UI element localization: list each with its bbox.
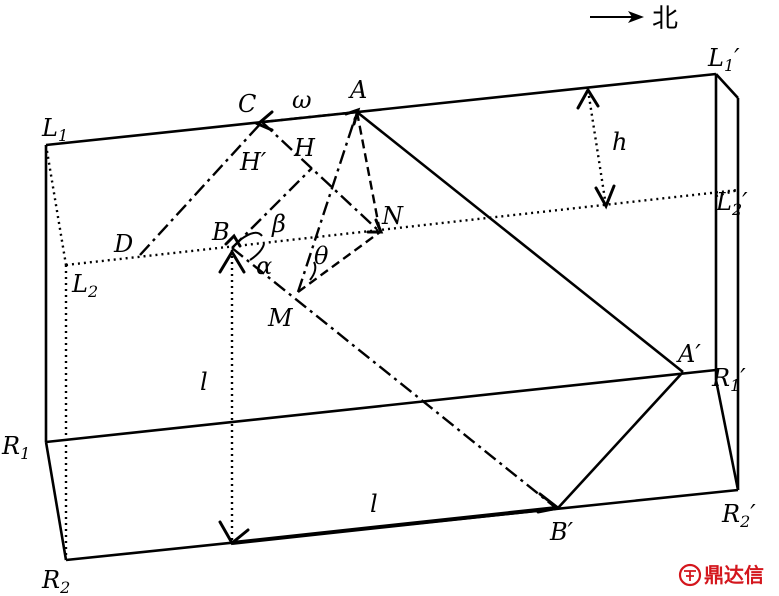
watermark: 鼎达信 [678,563,764,587]
label-Bp: B′ [549,518,574,546]
label-theta: θ [314,242,329,270]
line-Ap-Bp [557,371,684,509]
line-B-Bp [231,247,557,509]
label-L1: L1 [41,114,68,145]
edge-L1-L2 [44,144,68,266]
label-R1p: R1′ [711,364,746,395]
arrow-Bp [536,492,562,514]
line-B-H [231,167,313,249]
edge-L1-L1p [45,72,717,147]
north-indicator: 北 [590,4,678,34]
label-beta: β [271,210,286,238]
edge-R1p-R2p [714,379,740,491]
line-A-Ap [356,110,684,374]
edge-R1-R1p [45,368,717,444]
label-M: M [267,304,294,332]
label-Ap: A′ [676,340,701,368]
arrow-N [366,218,384,234]
label-R2: R2 [41,566,70,596]
arrow-A [344,107,361,126]
label-L1p: L1′ [707,44,740,75]
logo-inner-mark [684,570,696,581]
label-l-vertical: l [200,368,208,396]
edge-R1-R2 [44,441,68,561]
label-omega: ω [292,86,312,114]
arrow-bottom-left [218,520,250,546]
arrow-B-left [224,233,242,248]
angle-beta-arc [239,231,263,241]
watermark-text: 鼎达信 [704,563,764,587]
label-D: D [113,230,133,258]
label-alpha: α [256,252,272,280]
label-A: A [348,76,367,104]
label-L2p: L2′ [715,188,748,219]
angle-theta-arc [309,261,317,281]
angle-alpha-arc [249,243,265,261]
label-Hp: H′ [239,148,267,176]
label-C: C [238,90,256,118]
line-C-A-omega [261,110,358,124]
arrow-C [255,110,274,132]
h-arrow-top [576,87,600,110]
label-L2: L2 [71,270,98,301]
label-H: H [293,134,316,162]
north-label: 北 [652,4,678,34]
segment-l-bottom [231,506,557,545]
h-arrow-bottom [594,184,616,210]
arrow-B-vertical-top [218,249,246,274]
label-R2p: R2′ [721,500,756,531]
edge-L1p-side [715,73,739,99]
label-B: B [211,218,230,246]
label-N: N [381,202,404,230]
line-M-N [297,231,381,293]
line-D-C [139,121,263,256]
line-M-A [296,111,359,293]
segment-h [586,89,608,207]
dingdaxin-logo-icon [678,563,702,587]
label-l-horizontal: l [370,490,378,518]
label-h: h [612,128,627,156]
label-R1: R1 [1,432,30,463]
north-arrow-head [628,11,644,23]
line-A-N [355,111,382,233]
